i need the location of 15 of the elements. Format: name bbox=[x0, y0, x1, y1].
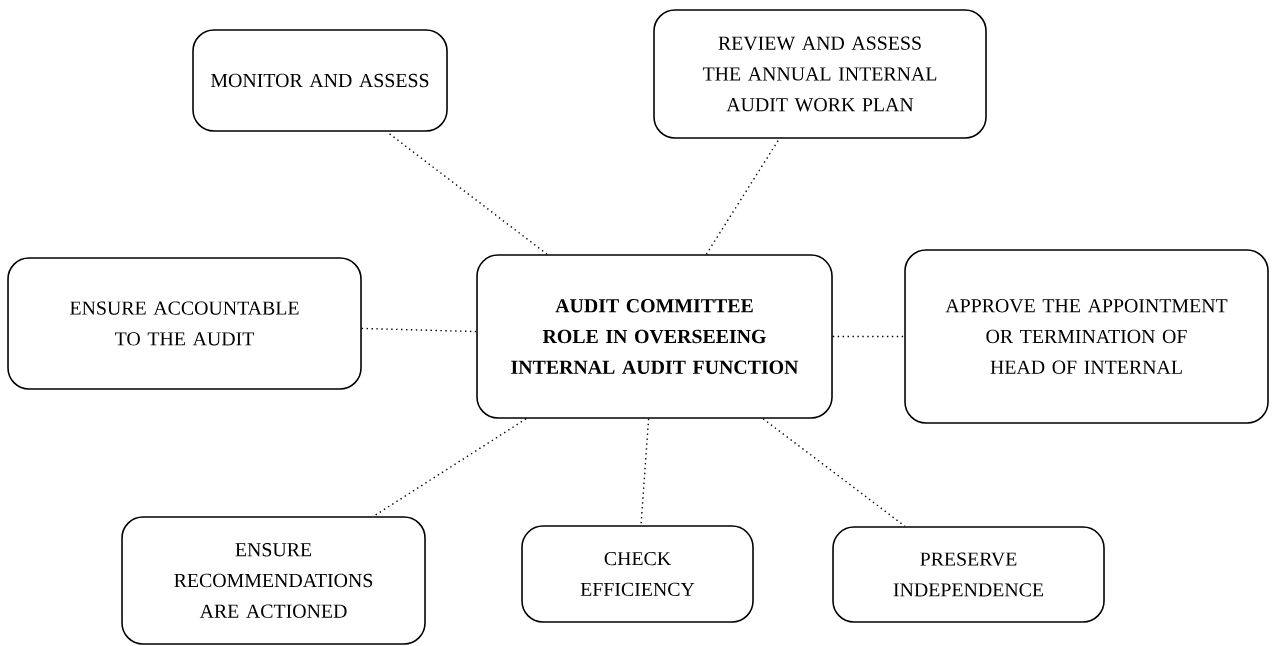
role-box: MONITOR AND ASSESS bbox=[192, 29, 448, 132]
connector-line bbox=[640, 418, 650, 526]
connector-line bbox=[373, 418, 527, 517]
role-box: APPROVE THE APPOINTMENT OR TERMINATION OF HEAD OF INTERNAL bbox=[904, 249, 1269, 424]
topic-box: AUDIT COMMITTEE ROLE IN OVERSEEING INTERNAL AUDIT FUNCTION bbox=[476, 254, 833, 419]
connector-line bbox=[386, 131, 548, 255]
role-box: ENSURE ACCOUNTABLE TO THE AUDIT bbox=[7, 257, 362, 390]
role-box: ENSURE RECOMMENDATIONS ARE ACTIONED bbox=[121, 516, 426, 645]
role-box: CHECK EFFICIENCY bbox=[521, 525, 754, 623]
connector-line bbox=[705, 138, 780, 255]
connector-line bbox=[361, 327, 477, 333]
connector-line bbox=[762, 418, 906, 527]
role-box: PRESERVE INDEPENDENCE bbox=[832, 526, 1105, 623]
connector-line bbox=[832, 335, 905, 338]
role-box: REVIEW AND ASSESS THE ANNUAL INTERNAL AUDIT WORK PLAN bbox=[653, 9, 987, 139]
